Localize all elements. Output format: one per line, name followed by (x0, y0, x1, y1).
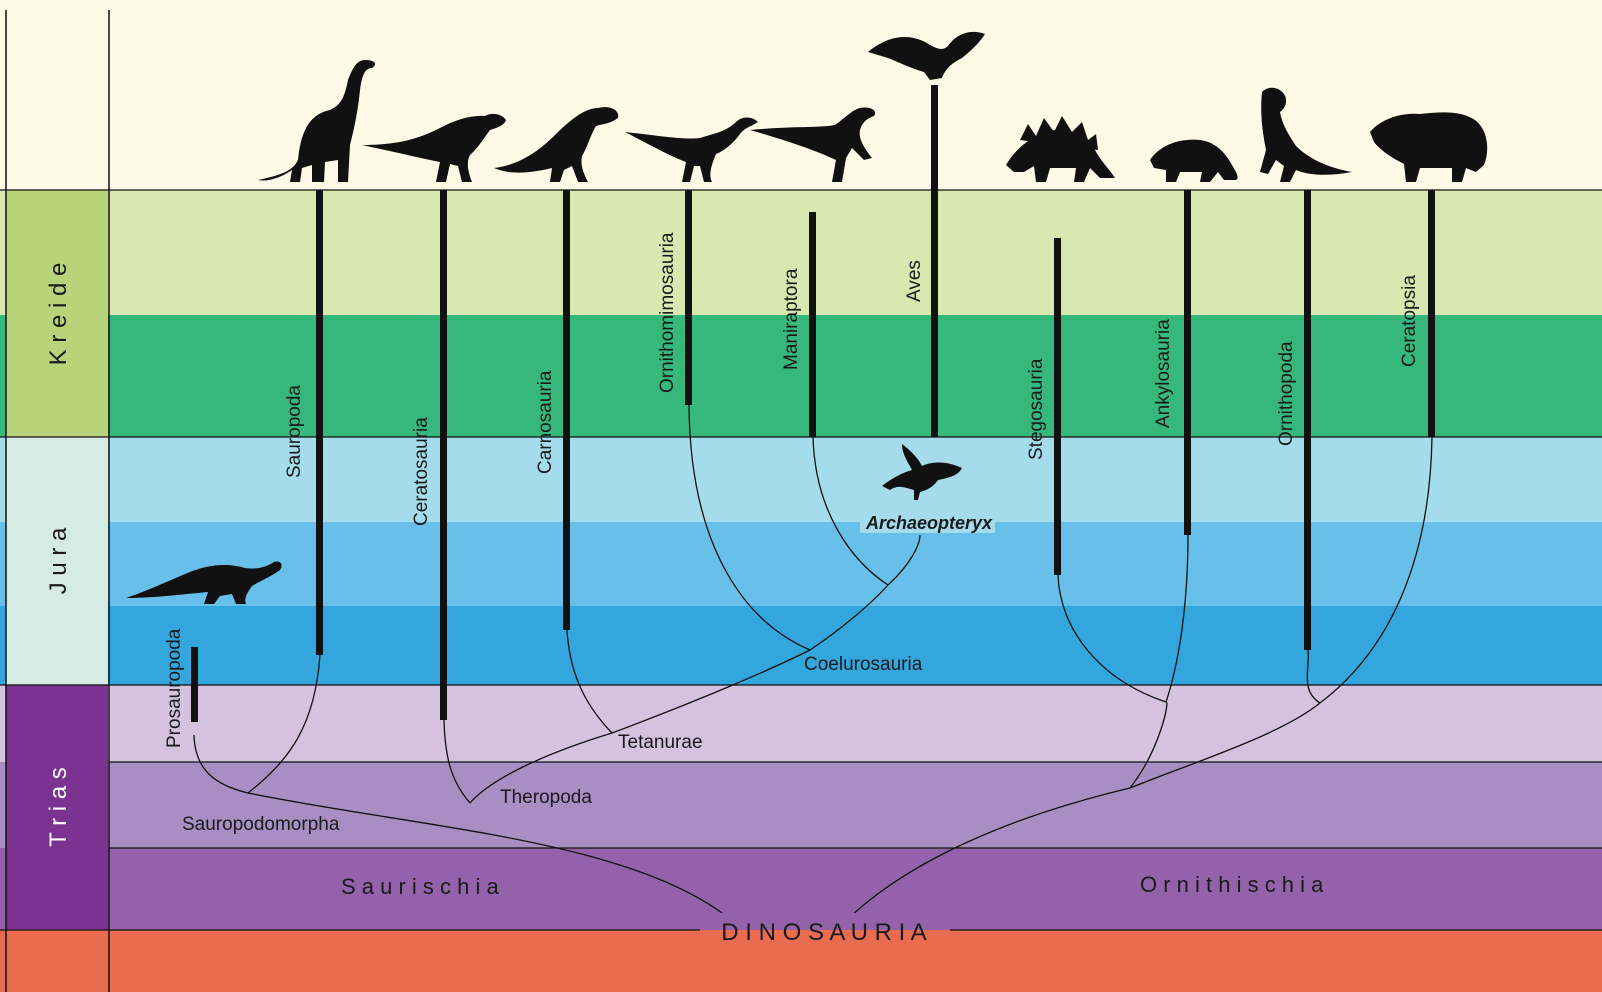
label-carnosauria: Carnosauria (535, 370, 556, 474)
label-ceratosauria: Ceratosauria (411, 417, 432, 526)
label-theropoda: Theropoda (500, 787, 592, 808)
label-coelurosauria: Coelurosauria (804, 654, 923, 675)
label-sauropodomorpha: Sauropodomorpha (182, 814, 340, 835)
bar-maniraptora (809, 212, 816, 437)
period-top-cell (6, 0, 108, 190)
label-ornithopoda: Ornithopoda (1276, 341, 1297, 446)
bar-stegosauria (1054, 238, 1061, 575)
bar-ceratosauria (440, 190, 447, 720)
label-maniraptora: Maniraptora (781, 268, 802, 370)
period-label-jura: J u r a (45, 527, 72, 594)
band-triassic-middle (0, 762, 1602, 848)
bar-prosauropoda (191, 647, 198, 722)
label-sauropoda: Sauropoda (284, 385, 305, 478)
label-ornithomimosauria: Ornithomimosauria (657, 232, 678, 393)
label-prosauropoda: Prosauropoda (164, 628, 185, 748)
label-ornithischia: O r n i t h i s c h i a (1140, 872, 1324, 897)
label-ceratopsia: Ceratopsia (1399, 275, 1420, 367)
bar-ankylosauria (1184, 190, 1191, 535)
period-column: K r e i d e J u r a T r i a s (6, 0, 109, 992)
label-aves: Aves (904, 260, 925, 302)
label-saurischia: S a u r i s c h i a (341, 874, 499, 899)
label-dinosauria: D I N O S A U R I A (721, 919, 926, 946)
band-top (0, 0, 1602, 190)
label-stegosauria: Stegosauria (1026, 358, 1047, 460)
bar-ornithopoda (1304, 190, 1311, 650)
period-label-trias: T r i a s (45, 767, 72, 847)
bar-aves (931, 85, 938, 437)
band-triassic-upper (0, 685, 1602, 762)
bar-ceratopsia (1428, 190, 1435, 437)
bar-sauropoda (316, 190, 323, 655)
period-label-kreide: K r e i d e (45, 263, 72, 366)
band-jurassic-upper (0, 437, 1602, 522)
period-bottom-cell (6, 930, 108, 992)
bar-carnosauria (563, 190, 570, 630)
label-ankylosauria: Ankylosauria (1153, 319, 1174, 428)
label-tetanurae: Tetanurae (618, 732, 703, 753)
label-archaeopteryx: Archaeopteryx (865, 513, 993, 533)
bar-ornithomimosauria (685, 190, 692, 405)
